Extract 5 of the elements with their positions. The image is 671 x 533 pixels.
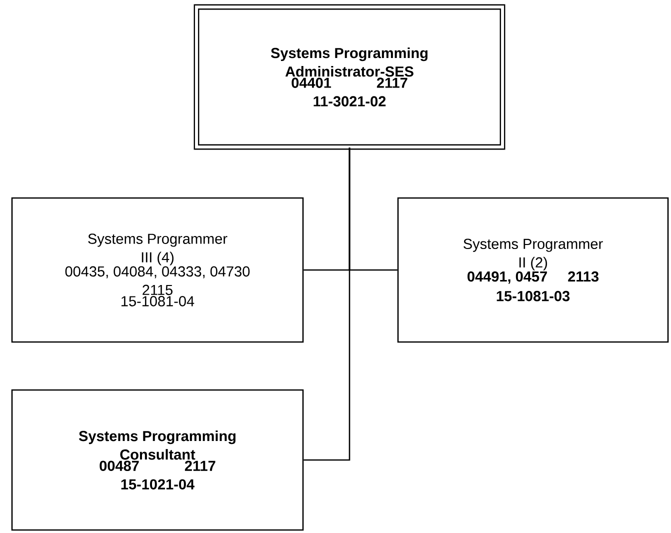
position-box: Systems Programming Administrator-SES 04401 2117 11-3021-02 — [194, 4, 506, 150]
position-box: Systems Programming Consultant 00487 2117 15-1021-04 — [11, 389, 304, 531]
connector-line — [304, 148, 350, 461]
position-box: Systems Programmer III (4) 00435, 04084, 04333, 04730 2115 15-1081-04 — [11, 197, 304, 343]
position-box: Systems Programmer II (2) 04491, 0457 2113 15-1081-03 — [397, 197, 669, 343]
